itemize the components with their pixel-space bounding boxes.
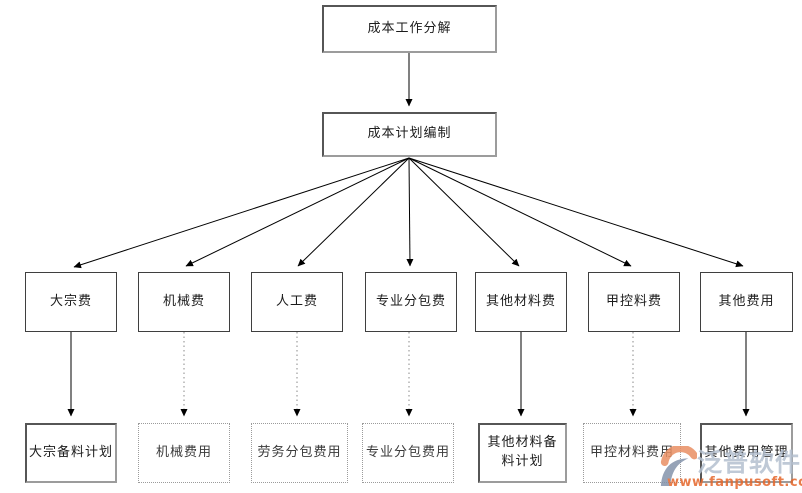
node-label: 大宗备料计划 (28, 444, 113, 460)
node-label: 甲控料费 (605, 293, 662, 309)
node-labor-subcontract-expense: 劳务分包费用 (251, 423, 348, 483)
node-owner-controlled-material-fee: 甲控料费 (588, 272, 680, 332)
node-label: 大宗费 (49, 293, 92, 309)
node-label: 人工费 (275, 293, 318, 309)
node-label: 劳务分包费用 (257, 444, 342, 460)
node-cost-plan-preparation: 成本计划编制 (322, 112, 497, 157)
node-bulk-fee: 大宗费 (25, 272, 117, 332)
node-labor-fee: 人工费 (251, 272, 343, 332)
node-label: 专业分包费 (375, 293, 446, 309)
node-label: 甲控材料费用 (589, 444, 674, 460)
node-label: 成本工作分解 (367, 20, 452, 36)
node-other-expense-management: 其他费用管理 (700, 423, 793, 483)
node-other-material-fee: 其他材料费 (475, 272, 567, 332)
node-machinery-fee: 机械费 (138, 272, 230, 332)
node-other-expense: 其他费用 (700, 272, 793, 332)
node-label: 专业分包费用 (365, 444, 450, 460)
node-other-material-plan: 其他材料备料计划 (478, 423, 567, 483)
node-professional-subcontract-fee: 专业分包费 (365, 272, 457, 332)
node-owner-controlled-material-expense: 甲控材料费用 (583, 423, 681, 483)
node-label: 机械费用 (155, 444, 212, 460)
node-label: 其他材料费 (485, 293, 556, 309)
node-professional-subcontract-expense: 专业分包费用 (362, 423, 454, 483)
node-label: 其他材料备料计划 (487, 435, 558, 469)
node-label: 其他费用管理 (704, 444, 789, 460)
node-bulk-material-plan: 大宗备料计划 (25, 423, 117, 483)
node-label: 机械费 (162, 293, 205, 309)
node-label: 成本计划编制 (367, 126, 452, 142)
node-label: 其他费用 (718, 293, 775, 309)
node-machinery-expense: 机械费用 (138, 423, 230, 483)
node-cost-work-breakdown: 成本工作分解 (322, 5, 497, 53)
